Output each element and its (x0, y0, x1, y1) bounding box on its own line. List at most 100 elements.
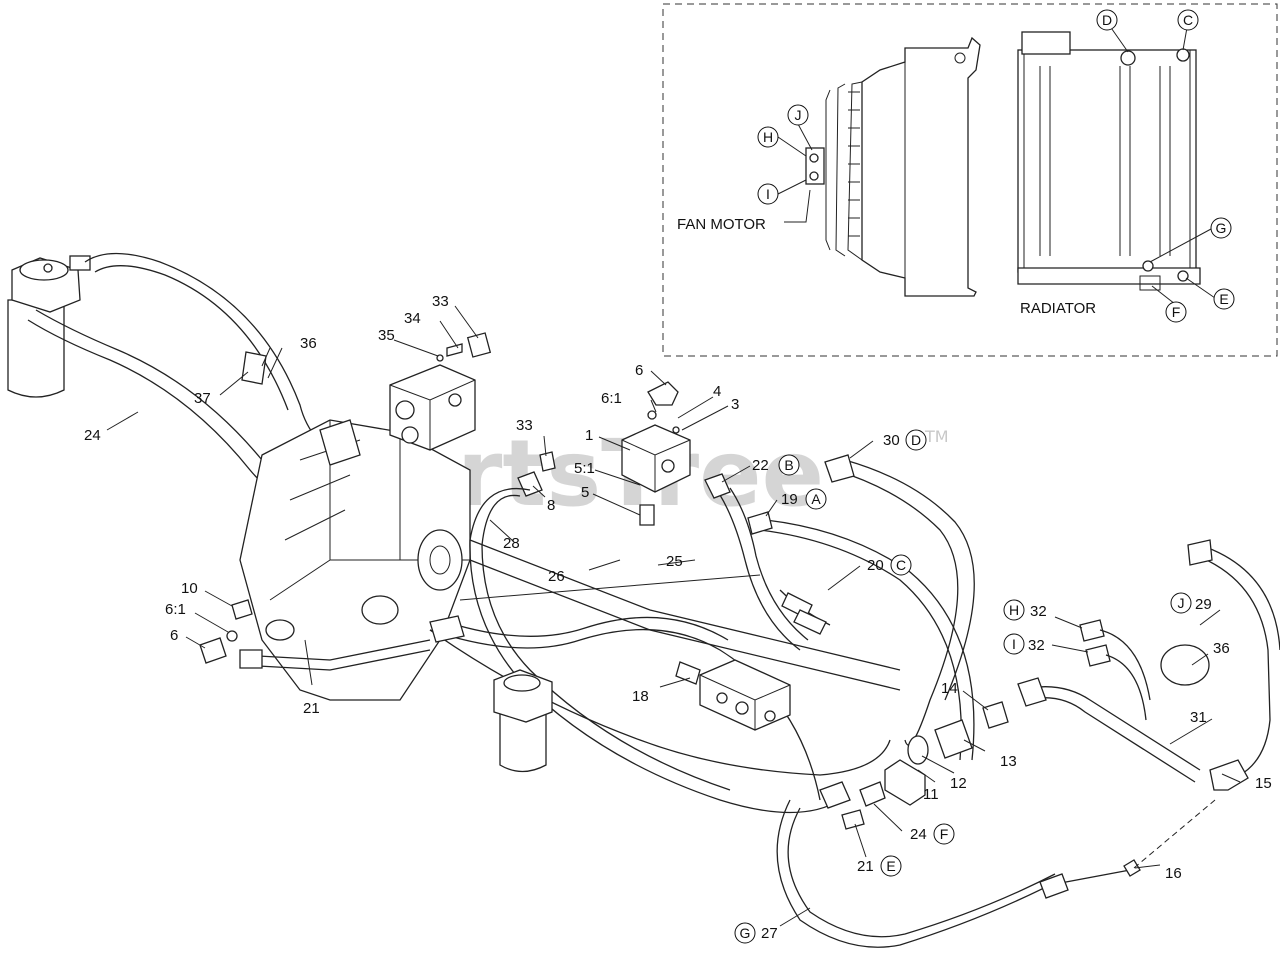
manifold-18 (675, 659, 791, 731)
tee-fitting-15 (1209, 759, 1249, 791)
callout-36-right: 36 (1213, 640, 1230, 657)
svg-text:H: H (763, 129, 773, 145)
inset-letter-f: F (1165, 301, 1187, 323)
circle-letter-a: A (805, 488, 827, 510)
callout-18: 18 (632, 688, 649, 705)
fitting-24-lower (819, 781, 851, 809)
circle-letter-g: G (734, 922, 756, 944)
callout-14: 14 (941, 680, 958, 697)
callout-6-1-left: 6:1 (165, 601, 186, 618)
main-assembly (7, 252, 1280, 948)
callout-13: 13 (1000, 753, 1017, 770)
callout-35: 35 (378, 327, 395, 344)
circle-letter-i: I (1003, 633, 1025, 655)
fitting-22 (704, 473, 731, 499)
callout-29: 29 (1195, 596, 1212, 613)
svg-text:F: F (940, 826, 949, 842)
fitting-14 (982, 701, 1009, 729)
inset-letter-h: H (757, 126, 779, 148)
circle-letter-c: C (890, 554, 912, 576)
callout-5-1: 5:1 (574, 460, 595, 477)
inset-letter-j: J (787, 104, 809, 126)
svg-text:J: J (795, 107, 802, 123)
callout-21-left: 21 (303, 700, 320, 717)
fitting-32a (1079, 619, 1105, 642)
hydraulic-filter-lower (493, 669, 553, 773)
fitting-21-lower (841, 809, 865, 830)
callout-1: 1 (585, 427, 593, 444)
callout-26: 26 (548, 568, 565, 585)
callout-11: 11 (923, 786, 939, 803)
svg-text:G: G (1216, 220, 1227, 236)
tee-fitting-11 (884, 759, 926, 806)
callout-24-upper: 24 (84, 427, 101, 444)
radiator-fitting-e (1177, 270, 1189, 282)
callout-36-upper: 36 (300, 335, 317, 352)
fitting-10 (231, 599, 253, 620)
circled-letters: B A D C J H I F (734, 429, 1192, 944)
callout-33-upper: 33 (432, 293, 449, 310)
watermark-tm: TM (924, 427, 949, 446)
callout-27: 27 (761, 925, 778, 942)
hose-clamp-37 (241, 351, 267, 385)
fitting-13 (934, 719, 973, 759)
fitting-6-left (199, 637, 227, 664)
callout-31: 31 (1190, 709, 1207, 726)
callout-12: 12 (950, 775, 967, 792)
circle-letter-j: J (1170, 592, 1192, 614)
callout-3: 3 (731, 396, 739, 413)
callout-10: 10 (181, 580, 198, 597)
inset-letter-e: E (1213, 288, 1235, 310)
callout-4: 4 (713, 383, 721, 400)
callout-6-left: 6 (170, 627, 178, 644)
svg-text:H: H (1009, 602, 1019, 618)
fitting-20b (793, 609, 827, 635)
fan-motor-label: FAN MOTOR (677, 216, 766, 233)
circle-letter-b: B (778, 454, 800, 476)
circle-letter-d: D (905, 429, 927, 451)
fitting-29 (1187, 539, 1213, 566)
circle-letter-f: F (933, 823, 955, 845)
callout-33-center: 33 (516, 417, 533, 434)
svg-text:E: E (1219, 291, 1228, 307)
svg-text:I: I (1012, 636, 1016, 652)
washer-12 (907, 735, 929, 765)
control-valve-upper (389, 332, 492, 451)
fitting-16 (1123, 859, 1141, 877)
svg-text:C: C (1183, 12, 1193, 28)
svg-text:B: B (784, 457, 793, 473)
fitting-32b (1085, 644, 1111, 667)
callout-22: 22 (752, 457, 769, 474)
fan-shroud-drawing (805, 36, 981, 297)
svg-text:D: D (1102, 12, 1112, 28)
callout-21-lower: 21 (857, 858, 874, 875)
radiator-fitting-c (1176, 48, 1190, 62)
svg-text:E: E (886, 858, 895, 874)
inset-letter-c: C (1177, 9, 1199, 31)
clip-33 (539, 451, 556, 472)
inset-letter-i: I (757, 183, 779, 205)
fitting-30 (824, 454, 855, 483)
clamp-36 (1160, 644, 1210, 686)
inset-letter-d: D (1096, 9, 1118, 31)
inset-letter-g: G (1210, 217, 1232, 239)
callout-37: 37 (194, 390, 211, 407)
callout-6-upper: 6 (635, 362, 643, 379)
callout-19: 19 (781, 491, 798, 508)
callout-8: 8 (547, 497, 555, 514)
callout-32-lower: 32 (1028, 637, 1045, 654)
radiator-cap-tank (1021, 31, 1071, 55)
callout-5: 5 (581, 484, 589, 501)
inset-frame (662, 3, 1278, 357)
svg-text:J: J (1178, 595, 1185, 611)
fitting-8 (517, 471, 543, 497)
fitting-19 (747, 511, 773, 535)
radiator-drawing (1017, 31, 1201, 291)
callout-24-lower: 24 (910, 826, 927, 843)
svg-text:D: D (911, 432, 921, 448)
callout-6-1-upper: 6:1 (601, 390, 622, 407)
svg-text:A: A (811, 491, 821, 507)
callout-16: 16 (1165, 865, 1182, 882)
callout-32-upper: 32 (1030, 603, 1047, 620)
